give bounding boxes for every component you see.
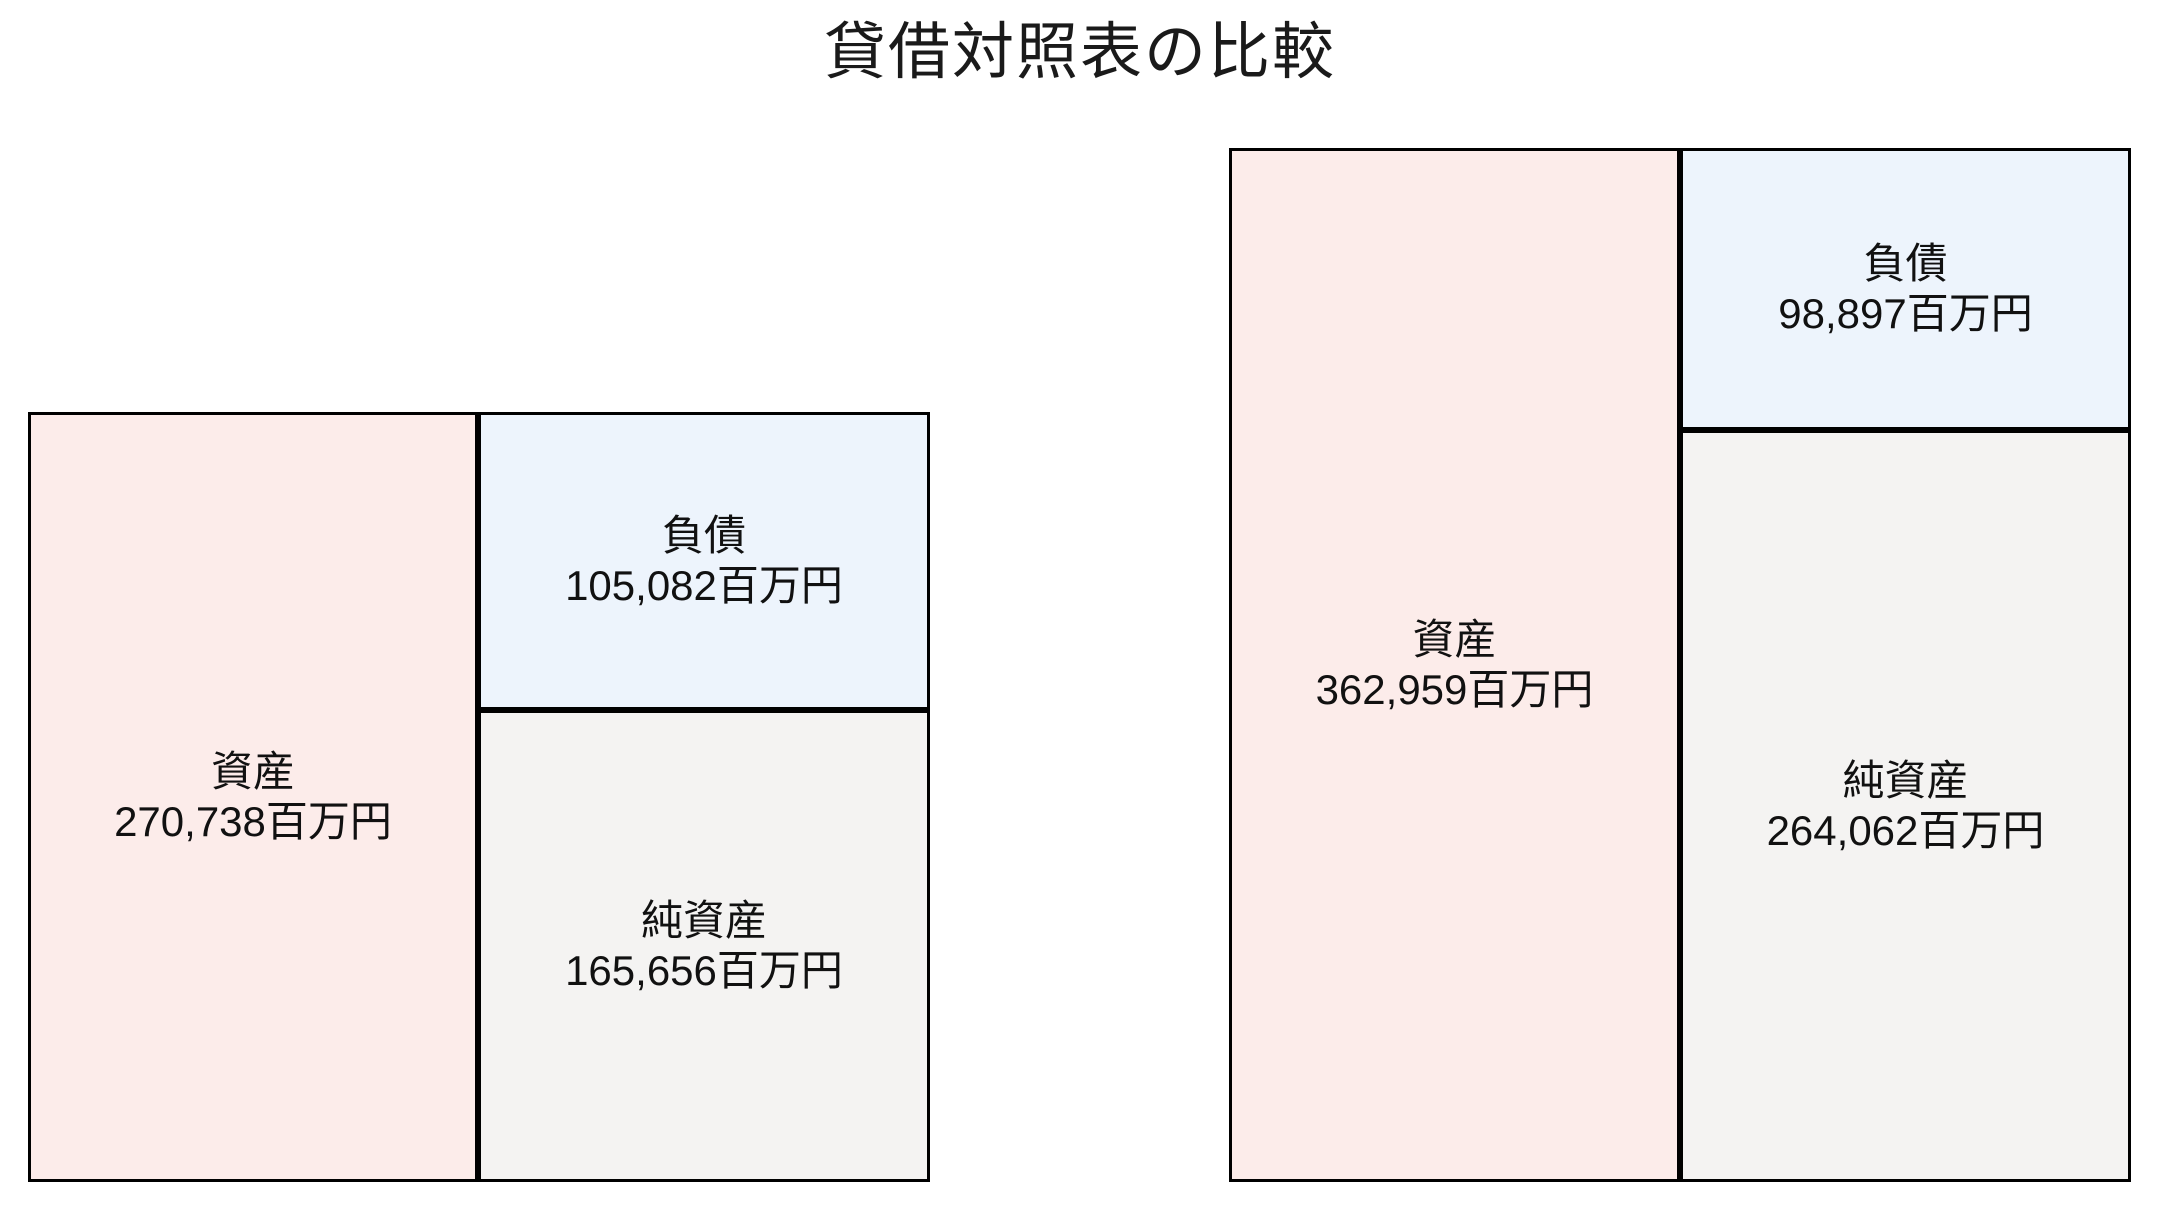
left-assets-value: 270,738百万円: [114, 798, 392, 845]
page-title: 貸借対照表の比較: [823, 18, 1336, 87]
left-liabilities-box: 負債 105,082百万円: [478, 412, 930, 710]
right-assets-label: 資産: [1412, 616, 1497, 664]
left-assets-box: 資産 270,738百万円: [28, 412, 478, 1182]
right-net-assets-box: 純資産 264,062百万円: [1680, 430, 2131, 1182]
right-assets-box: 資産 362,959百万円: [1229, 148, 1680, 1182]
right-liabilities-box: 負債 98,897百万円: [1680, 148, 2131, 430]
left-assets-label: 資産: [210, 748, 295, 796]
left-net-assets-label: 純資産: [640, 897, 767, 945]
balance-sheet-chart-left: 資産 270,738百万円 負債 105,082百万円 純資産 165,656百…: [28, 412, 930, 1182]
right-net-assets-value: 264,062百万円: [1766, 807, 2045, 854]
left-liabilities-label: 負債: [661, 512, 746, 560]
right-assets-value: 362,959百万円: [1315, 666, 1594, 713]
right-liabilities-label: 負債: [1863, 240, 1948, 288]
left-net-assets-value: 165,656百万円: [565, 947, 843, 994]
right-net-assets-label: 純資産: [1842, 757, 1969, 805]
right-liabilities-value: 98,897百万円: [1778, 290, 2033, 337]
left-net-assets-box: 純資産 165,656百万円: [478, 710, 930, 1182]
balance-sheet-chart-right: 資産 362,959百万円 負債 98,897百万円 純資産 264,062百万…: [1229, 148, 2131, 1182]
left-liabilities-value: 105,082百万円: [565, 562, 843, 609]
